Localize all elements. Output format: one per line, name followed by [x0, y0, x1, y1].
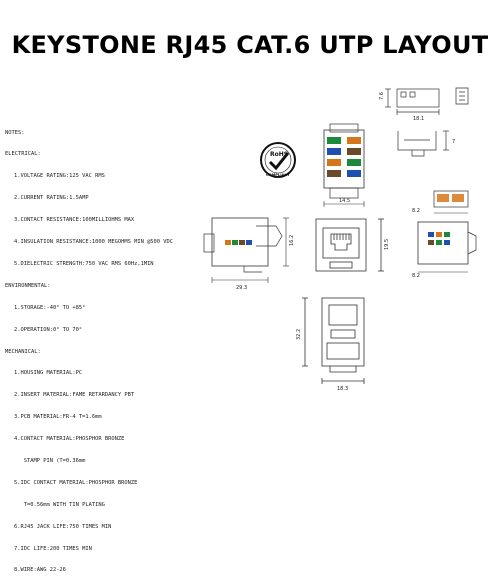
dim-bottom-height: 32.2 [296, 329, 302, 340]
end-view-side [417, 221, 477, 273]
dim-front-height: 19.5 [384, 239, 390, 250]
dim-side-height: 16.2 [289, 235, 295, 246]
rohs-sub: COMPLIANT [266, 173, 290, 177]
dim-side-small: 7 [452, 139, 455, 145]
jack-bottom-view [302, 297, 365, 384]
dim-bottom-width: 18.3 [337, 386, 348, 392]
end-view-small [455, 87, 469, 105]
electrical-item: 4.INSULATION RESISTANCE:1000 MEGOHMS MIN… [14, 239, 174, 246]
environmental-item: 2.OPERATION:0° TO 70° [14, 326, 83, 333]
electrical-item: 1.VOLTAGE RATING:125 VAC RMS [14, 173, 105, 180]
mechanical-item: 2.INSERT MATERIAL:FAME RETARDANCY PBT [14, 392, 135, 399]
mechanical-item: 7.IDC LIFE:200 TIMES MIN [14, 545, 92, 552]
technical-drawing: 7.6 18.1 7 14.5 RoHS COMP [203, 87, 477, 392]
dim-top-width: 18.1 [413, 116, 424, 122]
mechanical-item: 4.CONTACT MATERIAL:PHOSPHOR BRONZE [14, 436, 125, 443]
side-view-small [397, 130, 449, 157]
module-top-view [323, 123, 365, 207]
rohs-badge [260, 142, 296, 178]
mechanical-item: 3.PCB MATERIAL:FR-4 T=1.6mm [14, 414, 102, 421]
rohs-label: RoHS [270, 151, 288, 158]
dim-end-width-top: 8.2 [412, 208, 420, 214]
dim-end-width-bottom: 8.2 [412, 273, 420, 279]
notes-heading: NOTES: [5, 129, 25, 136]
electrical-item: 3.CONTACT RESISTANCE:100MILLIOHMS MAX [14, 217, 135, 224]
mechanical-item: 5.IDC CONTACT MATERIAL:PHOSPHOR BRONZE [14, 479, 138, 486]
mechanical-item: 1.HOUSING MATERIAL:PC [14, 370, 83, 377]
mechanical-item: 8.WIRE:AWG 22-26 [14, 567, 66, 574]
end-view-top [433, 190, 469, 214]
page-title: KEYSTONE RJ45 CAT.6 UTP LAYOUT [11, 31, 489, 59]
dim-top-height: 7.6 [379, 92, 385, 100]
mechanical-label: MECHANICAL: [5, 348, 41, 355]
dim-front-width: 14.5 [339, 198, 350, 204]
dim-side-length: 29.3 [236, 285, 247, 291]
top-view [385, 88, 440, 115]
jack-side-view [203, 217, 289, 283]
environmental-item: 1.STORAGE:-40° TO +85° [14, 304, 86, 311]
electrical-label: ELECTRICAL: [5, 151, 41, 158]
jack-front-view [315, 218, 384, 272]
electrical-item: 5.DIELECTRIC STRENGTH:750 VAC RMS 60Hz,1… [14, 260, 154, 267]
environmental-label: ENVIRONMENTAL: [5, 282, 51, 289]
mechanical-item: STAMP PIN (T=0.36mm [14, 457, 86, 464]
mechanical-item: T=0.56mm WITH TIN PLATING [14, 501, 105, 508]
mechanical-item: 6.RJ45 JACK LIFE:750 TIMES MIN [14, 523, 112, 530]
electrical-item: 2.CURRENT RATING:1.5AMP [14, 195, 89, 202]
